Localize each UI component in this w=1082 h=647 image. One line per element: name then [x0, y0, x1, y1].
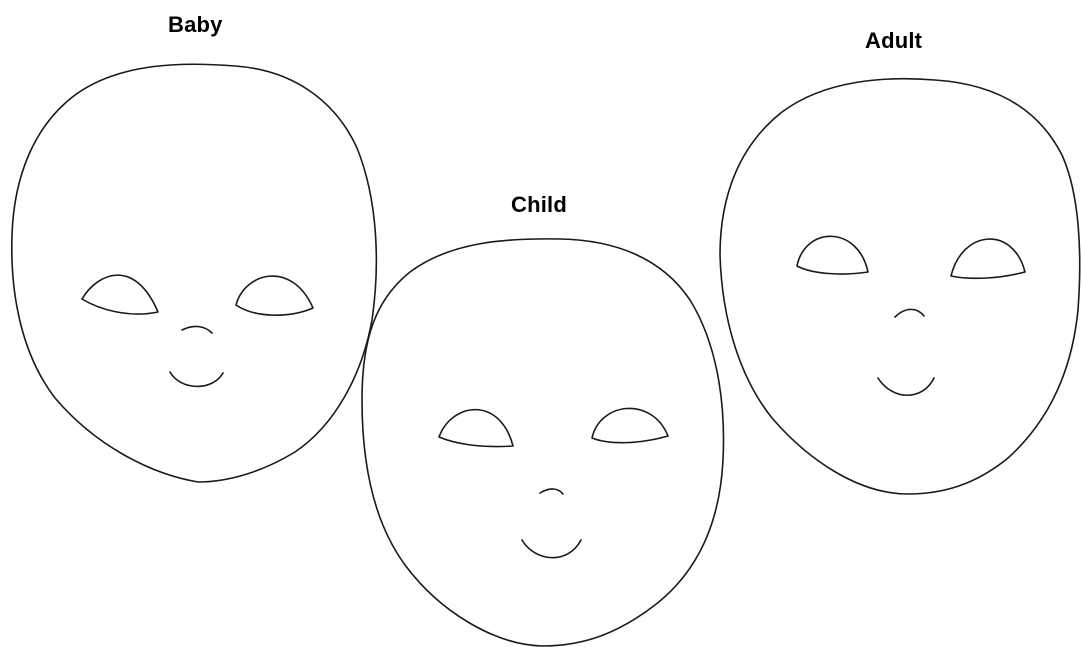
adult-mouth [878, 378, 934, 395]
baby-left-eye [82, 275, 158, 314]
child-face [362, 239, 724, 646]
adult-nose [895, 309, 924, 317]
adult-head-outline [720, 79, 1080, 494]
baby-right-eye [236, 276, 313, 315]
baby-head-outline [12, 64, 377, 482]
baby-mouth [170, 372, 223, 386]
baby-nose [182, 326, 212, 333]
child-left-eye [439, 410, 513, 447]
child-head-outline [362, 239, 724, 646]
child-nose [540, 489, 563, 494]
child-right-eye [592, 408, 668, 442]
baby-face [12, 64, 377, 482]
adult-face [720, 79, 1080, 494]
adult-right-eye [951, 239, 1025, 278]
adult-left-eye [797, 236, 868, 274]
child-mouth [522, 540, 581, 558]
